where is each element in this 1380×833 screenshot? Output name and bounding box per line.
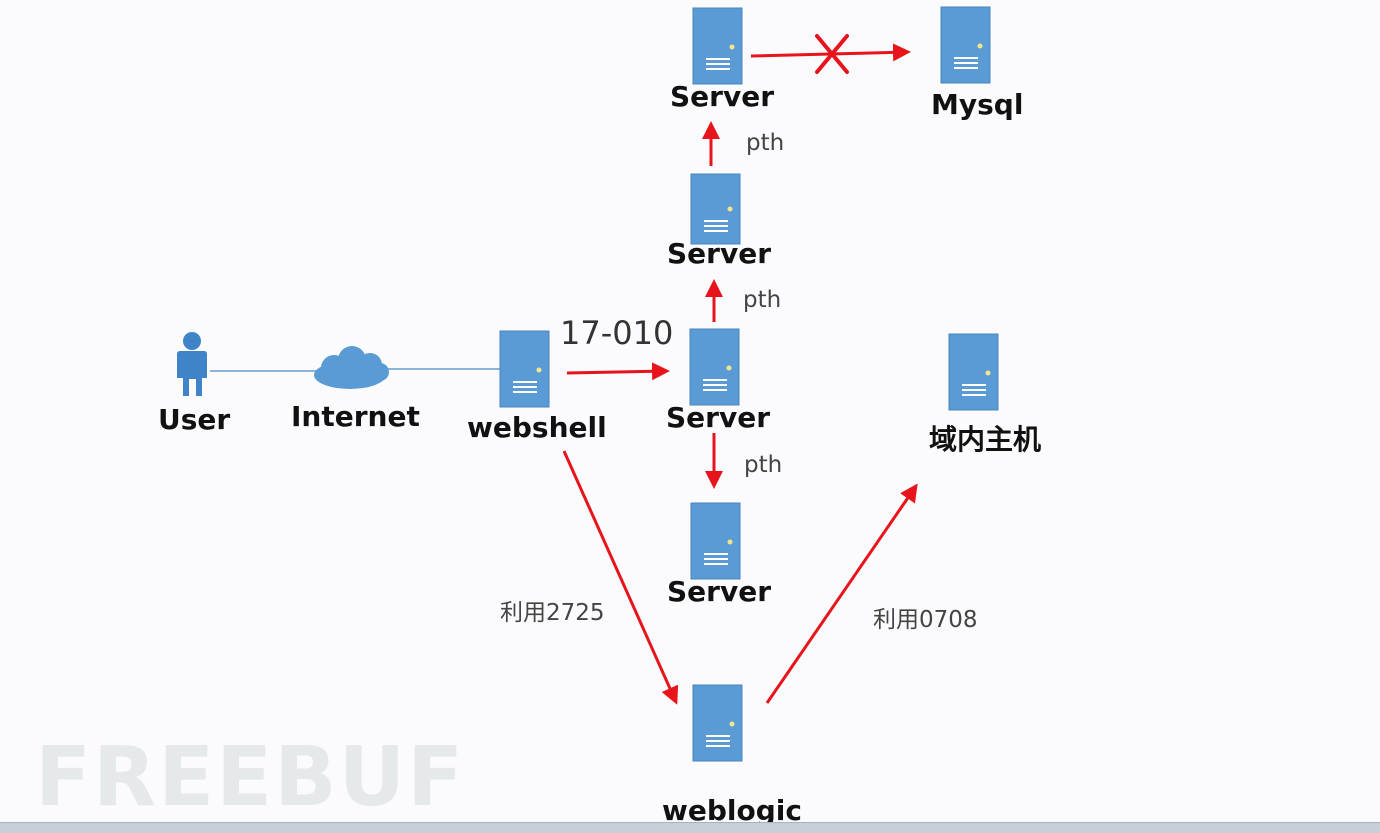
server-icon	[499, 330, 550, 408]
user-label: User	[158, 403, 231, 436]
arrow-webshell-server	[566, 362, 670, 381]
cloud-icon	[314, 346, 389, 389]
internet-label: Internet	[291, 400, 420, 433]
server-icon	[940, 6, 991, 84]
blocked-cross-icon	[815, 34, 849, 74]
server-label: Server	[670, 80, 775, 113]
server-icon	[692, 7, 743, 85]
server-icon	[689, 328, 740, 406]
domain-host-label: 域内主机	[929, 423, 1042, 456]
server-icon	[690, 502, 741, 580]
bottom-scroll-edge	[0, 822, 1380, 833]
exploit-17010-label: 17-010	[560, 314, 674, 352]
freebuf-watermark: FREEBUF	[35, 730, 466, 825]
server-label: Server	[667, 237, 772, 270]
pth-label: pth	[746, 130, 785, 156]
pth-label: pth	[743, 287, 782, 313]
webshell-label: webshell	[467, 411, 607, 444]
arrow-webshell-weblogic	[562, 450, 679, 705]
server-label: Server	[666, 401, 771, 434]
server-icon	[692, 684, 743, 762]
server-icon	[690, 173, 741, 245]
server-label: Server	[667, 575, 772, 608]
weblogic-label: weblogic	[662, 794, 802, 827]
arrow-weblogic-domain	[765, 483, 918, 704]
server-icon	[948, 333, 999, 411]
exploit-2725-label: 利用2725	[500, 600, 605, 626]
exploit-0708-label: 利用0708	[873, 607, 978, 633]
mysql-label: Mysql	[931, 88, 1024, 121]
pth-label: pth	[744, 452, 783, 478]
user-icon	[177, 332, 207, 396]
